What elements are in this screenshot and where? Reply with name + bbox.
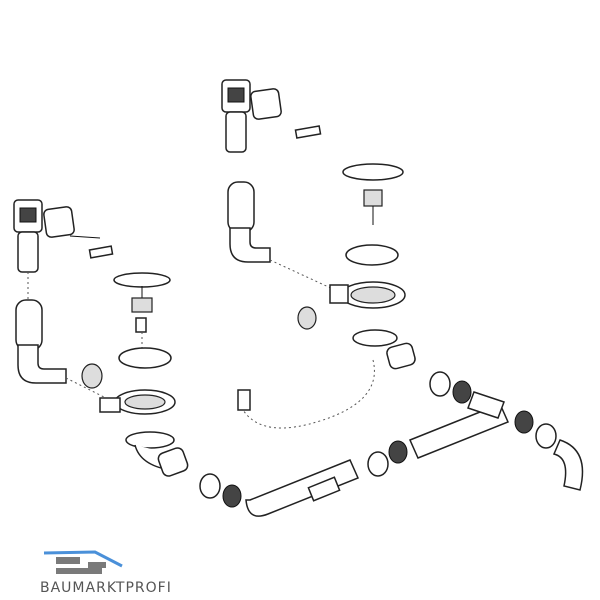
left-strainer-assembly [81,272,189,477]
baumarktprofi-logo [43,550,123,574]
logo-text: BAUMARKTPROFI [40,580,172,596]
left-overflow-assembly [13,199,114,401]
bottom-pipe-assembly [199,371,584,517]
right-strainer-assembly [237,163,416,429]
right-overflow-assembly [221,79,336,330]
